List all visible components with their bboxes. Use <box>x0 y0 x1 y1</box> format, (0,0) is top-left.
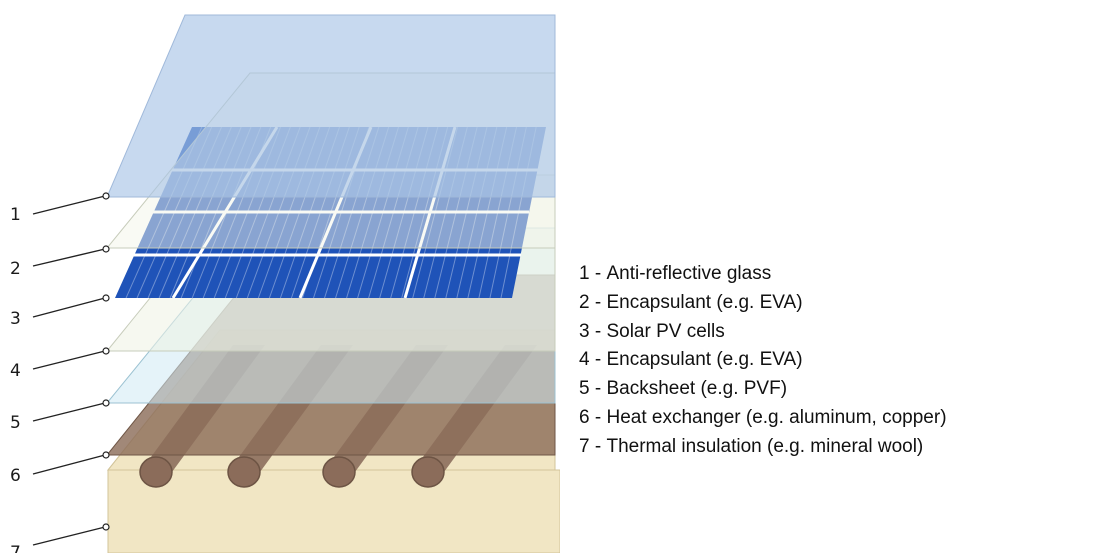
legend-label: Backsheet (e.g. PVF) <box>606 378 788 400</box>
callout-number: 7 <box>10 543 21 553</box>
callout-2: 2 <box>10 245 110 279</box>
legend-separator: - <box>589 291 607 313</box>
callout-7: 7 <box>10 523 110 553</box>
legend-number: 5 <box>579 378 590 400</box>
callout-1: 1 <box>10 192 110 225</box>
legend-label: Thermal insulation (e.g. mineral wool) <box>606 435 924 457</box>
legend-label: Encapsulant (e.g. EVA) <box>606 349 803 371</box>
legend-separator: - <box>589 349 607 371</box>
anti-reflective-glass-layer <box>106 14 556 198</box>
legend-item: 2 - Encapsulant (e.g. EVA) <box>579 289 947 318</box>
callout-number: 2 <box>10 259 21 279</box>
pvt-layer-diagram: 1 2 3 4 5 6 7 <box>10 14 560 553</box>
legend-item: 7 - Thermal insulation (e.g. mineral woo… <box>579 433 947 462</box>
legend-number: 2 <box>579 291 590 313</box>
tube-end <box>227 456 261 488</box>
legend-item: 5 - Backsheet (e.g. PVF) <box>579 375 947 404</box>
callout-4: 4 <box>10 347 110 381</box>
legend-separator: - <box>589 378 607 400</box>
legend-label: Solar PV cells <box>606 320 725 342</box>
callout-number: 3 <box>10 309 21 329</box>
layer-legend: 1 - Anti-reflective glass 2 - Encapsulan… <box>579 260 947 462</box>
legend-label: Heat exchanger (e.g. aluminum, copper) <box>606 406 947 428</box>
legend-number: 3 <box>579 320 590 342</box>
legend-item: 6 - Heat exchanger (e.g. aluminum, coppe… <box>579 404 947 433</box>
callouts: 1 2 3 4 5 6 7 <box>10 192 110 553</box>
legend-item: 4 - Encapsulant (e.g. EVA) <box>579 346 947 375</box>
legend-separator: - <box>589 263 607 284</box>
callout-6: 6 <box>10 451 110 486</box>
callout-number: 5 <box>10 413 21 433</box>
legend-item: 3 - Solar PV cells <box>579 318 947 347</box>
callout-number: 1 <box>10 205 21 225</box>
callout-number: 6 <box>10 466 21 486</box>
legend-number: 1 <box>579 263 590 284</box>
legend-item: 1 - Anti-reflective glass <box>579 260 947 289</box>
legend-separator: - <box>589 406 607 428</box>
callout-5: 5 <box>10 399 110 433</box>
legend-number: 4 <box>579 349 590 371</box>
legend-label: Anti-reflective glass <box>606 263 772 284</box>
tube-end <box>411 456 445 488</box>
legend-number: 6 <box>579 406 590 428</box>
legend-label: Encapsulant (e.g. EVA) <box>606 291 803 313</box>
callout-3: 3 <box>10 294 110 329</box>
legend-separator: - <box>589 435 607 457</box>
tube-end <box>322 456 356 488</box>
legend-separator: - <box>589 320 607 342</box>
tube-end <box>139 456 173 488</box>
callout-number: 4 <box>10 361 21 381</box>
legend-number: 7 <box>579 435 590 457</box>
